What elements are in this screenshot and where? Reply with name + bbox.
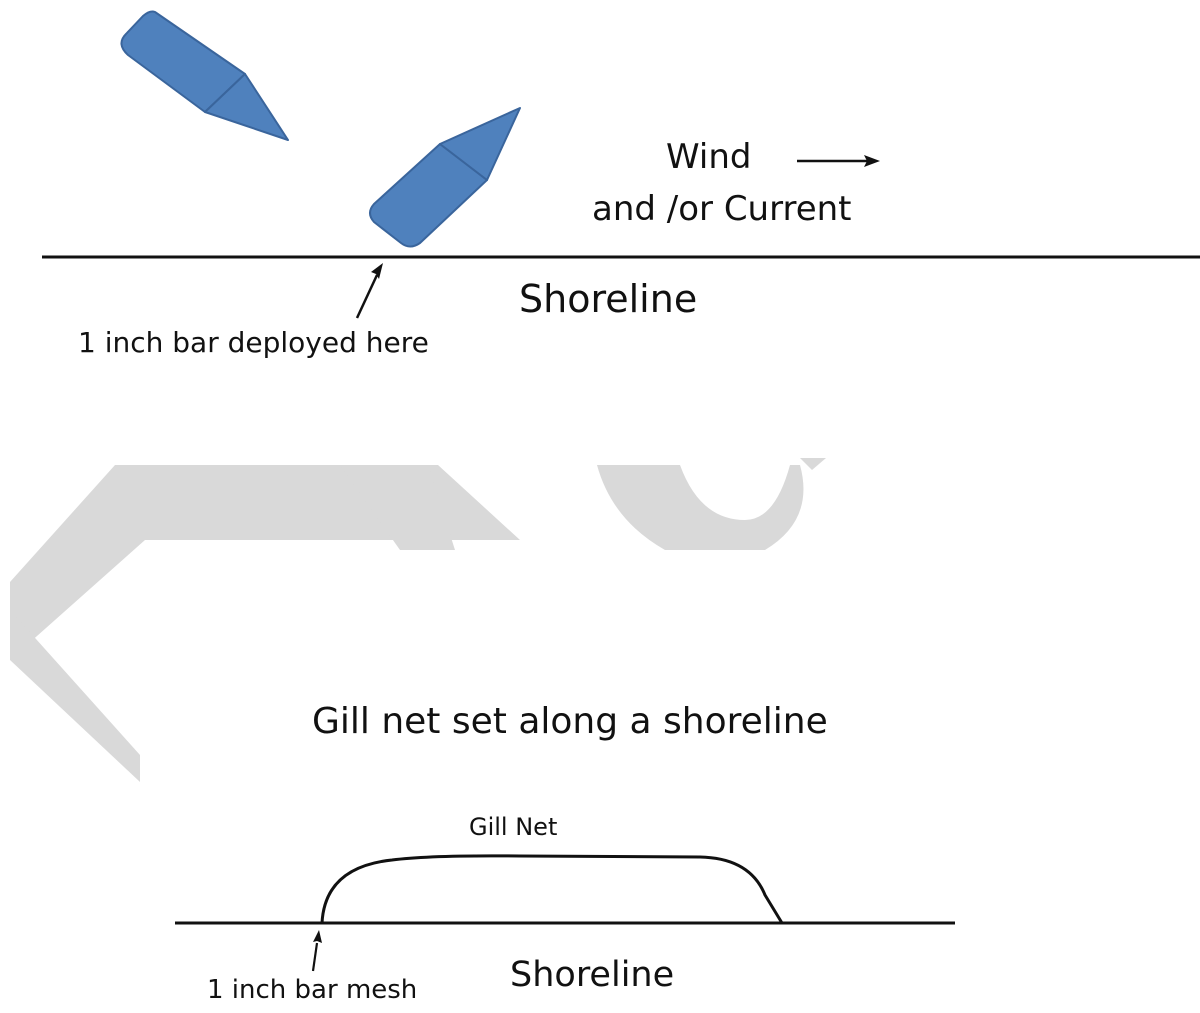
deploy-arrow-icon [371,263,383,279]
bottom-panel [175,854,955,972]
watermark-dot [800,458,826,470]
boat-upper [120,10,289,141]
wind-arrow-icon [864,155,880,167]
shoreline-label-top: Shoreline [519,277,698,321]
boat-upper-bow [204,73,289,141]
gill-net-curve [320,854,784,924]
watermark-stroke [340,465,455,550]
gill-net-label: Gill Net [469,813,558,841]
boat-upper-hull [120,10,246,113]
boat-lower-bow [439,107,521,181]
deploy-arrow-shaft [355,274,379,319]
current-label: and /or Current [592,189,852,229]
watermark-ring [597,465,804,550]
watermark-chevron-tail [10,610,140,782]
shoreline-label-bottom: Shoreline [510,955,675,995]
wind-label: Wind [666,137,752,177]
deploy-label: 1 inch bar deployed here [78,326,429,359]
boat-lower [369,107,521,248]
top-panel [42,10,1200,319]
watermark-logo [10,458,826,782]
mesh-label: 1 inch bar mesh [207,975,418,1005]
boat-lower-hull [369,143,488,248]
watermark-chevron [10,465,520,660]
mesh-arrow-icon [313,930,322,943]
mesh-arrow-shaft [311,942,319,972]
diagram-title: Gill net set along a shoreline [312,701,828,742]
